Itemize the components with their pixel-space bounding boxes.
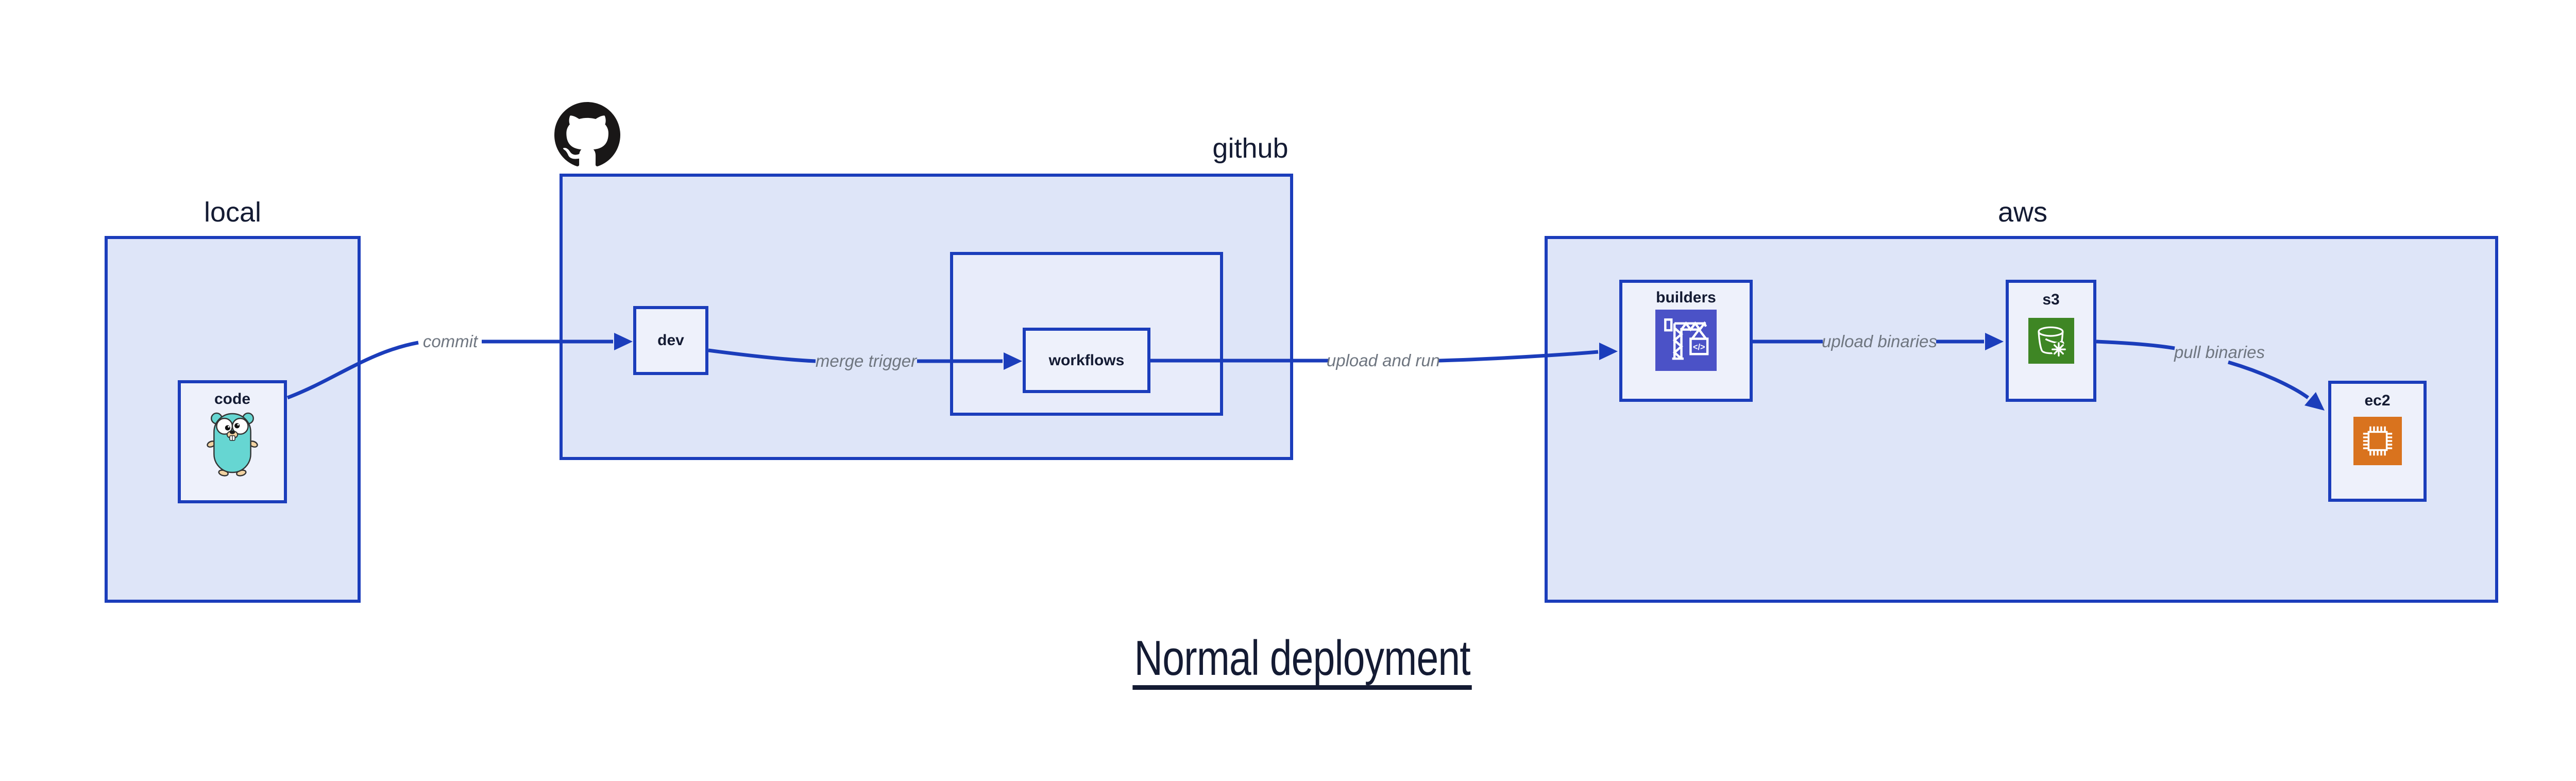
edge-pull-binaries-label: pull binaries [2174, 343, 2265, 362]
node-workflows: workflows [1023, 328, 1150, 393]
github-logo-icon [554, 102, 620, 166]
node-builders: builders </> [1619, 280, 1753, 402]
edge-commit-label: commit [422, 332, 478, 351]
svg-text:</>: </> [1693, 343, 1705, 352]
ec2-chip-icon [2353, 417, 2402, 465]
local-group-label: local [204, 197, 262, 228]
node-builders-label: builders [1656, 289, 1716, 306]
diagram-title: Normal deployment [1045, 633, 1560, 690]
node-s3-label: s3 [2042, 291, 2060, 308]
node-s3: s3 [2006, 280, 2096, 402]
github-group-label: github [1212, 133, 1289, 164]
edge-upload-binaries-label: upload binaries [1822, 332, 1937, 351]
gopher-icon [207, 412, 258, 477]
aws-group-label: aws [1997, 197, 2048, 228]
node-code-label: code [214, 390, 251, 408]
node-ec2: ec2 [2328, 381, 2427, 502]
node-dev: dev [633, 306, 708, 375]
edge-upload-and-run-label: upload and run [1326, 351, 1440, 370]
codebuild-crane-icon: </> [1655, 310, 1717, 371]
diagram-title-text: Normal deployment [1132, 633, 1472, 690]
node-workflows-label: workflows [1048, 351, 1125, 369]
node-ec2-label: ec2 [2364, 392, 2391, 409]
s3-bucket-icon [2028, 318, 2074, 364]
node-dev-label: dev [657, 332, 684, 349]
edge-merge-trigger-label: merge trigger [815, 351, 917, 370]
master-group-box [950, 252, 1223, 416]
node-code: code [178, 380, 287, 503]
